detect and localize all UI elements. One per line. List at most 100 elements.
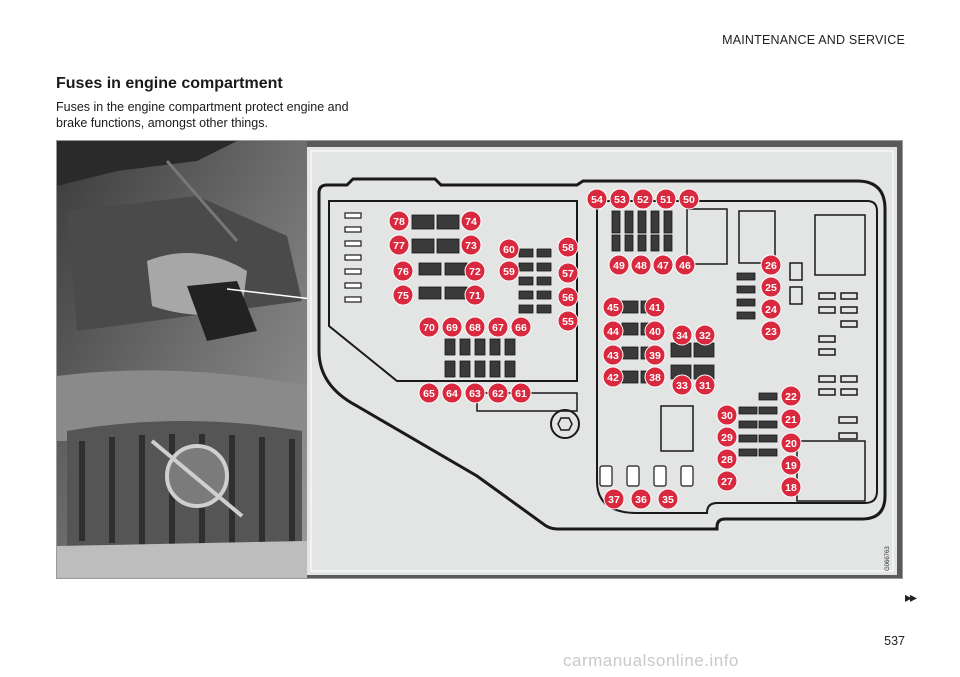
fuse-callout-43-badge <box>602 344 624 366</box>
fuse-callout-29: 29 <box>721 432 733 444</box>
fuse-callout-54: 54 <box>591 194 603 206</box>
fuse-callout-26: 26 <box>765 260 777 272</box>
fuse-callout-38-badge <box>644 366 666 388</box>
fuse-callout-40-badge <box>644 320 666 342</box>
fuse-callout-41: 41 <box>649 302 661 314</box>
fuse-callout-32: 32 <box>699 330 711 342</box>
fuse-callout-26-badge <box>760 254 782 276</box>
fuse-callout-66: 66 <box>515 322 527 334</box>
fuse-callout-25-badge <box>760 276 782 298</box>
fuse-callout-46-badge <box>674 254 696 276</box>
fuse-callout-70: 70 <box>423 322 435 334</box>
fuse-callout-64-badge <box>441 382 463 404</box>
fuse-callout-33-badge <box>671 374 693 396</box>
fuse-callout-50-badge <box>678 188 700 210</box>
fuse-callout-24-badge <box>760 298 782 320</box>
section-header: MAINTENANCE AND SERVICE <box>722 33 905 47</box>
fuse-callout-33: 33 <box>676 380 688 392</box>
fuse-callout-56: 56 <box>562 292 574 304</box>
fuse-callout-57-badge <box>557 262 579 284</box>
fuse-callout-67: 67 <box>492 322 504 334</box>
fuse-callout-45-badge <box>602 296 624 318</box>
fuse-callout-27: 27 <box>721 476 733 488</box>
fuse-callout-75-badge <box>392 284 414 306</box>
image-code: G066763 <box>885 546 891 571</box>
page-title: Fuses in engine compartment <box>56 75 283 92</box>
fuse-callout-42-badge <box>602 366 624 388</box>
fuse-callout-22: 22 <box>785 391 797 403</box>
fuse-callout-58: 58 <box>562 242 574 254</box>
fuse-callout-39: 39 <box>649 350 661 362</box>
fuse-callout-59-badge <box>498 260 520 282</box>
fuse-callout-56-badge <box>557 286 579 308</box>
fuse-callout-52-badge <box>632 188 654 210</box>
fuse-callout-71: 71 <box>469 290 481 302</box>
fuse-callout-23-badge <box>760 320 782 342</box>
fuse-callout-29-badge <box>716 426 738 448</box>
fuse-callout-44-badge <box>602 320 624 342</box>
fuse-callout-41-badge <box>644 296 666 318</box>
fuse-callout-48-badge <box>630 254 652 276</box>
fuse-callout-27-badge <box>716 470 738 492</box>
fuse-callout-78-badge <box>388 210 410 232</box>
fuse-callout-67-badge <box>487 316 509 338</box>
fuse-callout-18: 18 <box>785 482 797 494</box>
fuse-callout-74-badge <box>460 210 482 232</box>
fuse-callout-32-badge <box>694 324 716 346</box>
page-number: 537 <box>884 634 905 648</box>
fuse-callout-49-badge <box>608 254 630 276</box>
fuse-callout-36-badge <box>630 488 652 510</box>
fuse-callout-50: 50 <box>683 194 695 206</box>
fuse-callout-39-badge <box>644 344 666 366</box>
fuse-callout-28: 28 <box>721 454 733 466</box>
fuse-callout-59: 59 <box>503 266 515 278</box>
fuse-callout-68-badge <box>464 316 486 338</box>
fuse-callout-30: 30 <box>721 410 733 422</box>
fuse-callout-35: 35 <box>662 494 674 506</box>
fuse-callout-76: 76 <box>397 266 409 278</box>
fuse-callout-74: 74 <box>465 216 477 228</box>
fuse-callout-48: 48 <box>635 260 647 272</box>
fuse-callout-64: 64 <box>446 388 458 400</box>
fuse-callout-65-badge <box>418 382 440 404</box>
fuse-callout-52: 52 <box>637 194 649 206</box>
fuse-callout-54-badge <box>586 188 608 210</box>
fuse-callout-35-badge <box>657 488 679 510</box>
fuse-callouts: 1819202122232425262728293031323334353637… <box>388 188 802 510</box>
fuse-callout-68: 68 <box>469 322 481 334</box>
fuse-callout-77-badge <box>388 234 410 256</box>
fuse-callout-53-badge <box>609 188 631 210</box>
fuse-callout-44: 44 <box>607 326 619 338</box>
fuse-callout-31: 31 <box>699 380 711 392</box>
fuse-callout-62: 62 <box>492 388 504 400</box>
fuse-callout-28-badge <box>716 448 738 470</box>
fuse-callout-75: 75 <box>397 290 409 302</box>
double-chevron-right-icon[interactable]: ▸▸ <box>904 589 917 605</box>
fuse-callout-47: 47 <box>657 260 669 272</box>
fuse-callout-40: 40 <box>649 326 661 338</box>
fuse-callout-61: 61 <box>515 388 527 400</box>
fuse-callout-36: 36 <box>635 494 647 506</box>
fuse-callout-77: 77 <box>393 240 405 252</box>
fuse-callout-55-badge <box>557 310 579 332</box>
fuse-callout-53: 53 <box>614 194 626 206</box>
fuse-callout-76-badge <box>392 260 414 282</box>
fuse-callout-34-badge <box>671 324 693 346</box>
fuse-callout-47-badge <box>652 254 674 276</box>
engine-bay-photo <box>57 141 313 578</box>
fuse-callout-69-badge <box>441 316 463 338</box>
fuse-callout-22-badge <box>780 385 802 407</box>
fuse-callout-34: 34 <box>676 330 688 342</box>
fuse-callout-51-badge <box>655 188 677 210</box>
fuse-callout-20: 20 <box>785 438 797 450</box>
fuse-callout-66-badge <box>510 316 532 338</box>
fuse-callout-69: 69 <box>446 322 458 334</box>
fuse-callout-72: 72 <box>469 266 481 278</box>
fuse-callout-58-badge <box>557 236 579 258</box>
fuse-callout-43: 43 <box>607 350 619 362</box>
fuse-callout-24: 24 <box>765 304 777 316</box>
fuse-callout-73: 73 <box>465 240 477 252</box>
fuse-callout-21: 21 <box>785 414 797 426</box>
fuse-callout-20-badge <box>780 432 802 454</box>
